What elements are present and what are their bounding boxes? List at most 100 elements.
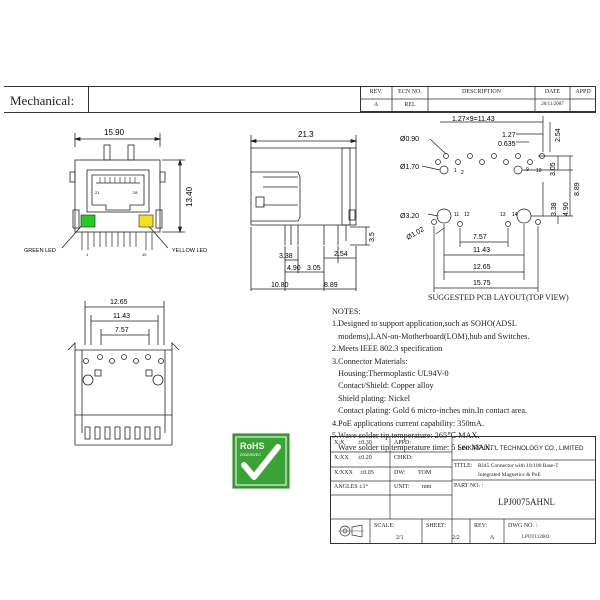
unit-value: mm (422, 484, 432, 490)
pcb-pin-14: 14 (512, 212, 518, 218)
side-dim-10-80: 10.80 (271, 282, 289, 289)
pin-label-28: 28 (133, 190, 138, 195)
note-line: Housing:Thermoplastic UL94V-0 (332, 369, 449, 379)
rohs-logo: RoHS 2002/95/EC (232, 433, 290, 489)
note-line: 1.Designed to support application,such a… (332, 319, 517, 329)
rev-value: A (490, 535, 495, 541)
side-dim-2-54: 2.54 (334, 251, 348, 258)
tol-2-value: ±0.20 (358, 455, 372, 461)
pcb-d320: Ø3.20 (400, 213, 419, 220)
section-title: Mechanical: (10, 93, 75, 108)
note-line: modems),LAN-on-Motherboard(LOM),hub and … (332, 331, 530, 341)
note-line: Wave solder tip temperature time: 5 Sec … (332, 443, 493, 453)
pcb-d0635: 0.635 (498, 141, 516, 148)
unit-label: UNIT: (394, 484, 410, 490)
dw-name: TOM (418, 470, 432, 476)
front-height-dim: 13.40 (185, 186, 194, 207)
header-divider (4, 86, 596, 87)
rev-header-rev: REV. (369, 89, 383, 95)
rohs-sub: 2002/95/EC (240, 452, 261, 457)
bottom-dim-11-43: 11.43 (113, 313, 130, 320)
pcb-pin-9: 9 (526, 167, 529, 173)
rev-label: REV: (474, 523, 488, 529)
angles-tolerance: ANGLES ±1° (334, 484, 368, 490)
title-text-1: RJ45 Connector with 10/100 Base-T (478, 463, 559, 469)
pin-label-1: 1 (86, 252, 89, 257)
note-line: 5.Wave solder tip temperature: 265℃ MAX. (332, 431, 480, 441)
dwg-no-label: DWG NO. : (508, 523, 538, 529)
rev-header-appd: APPD (575, 89, 591, 95)
pcb-d757: 7.57 (473, 234, 487, 241)
sheet-label: SHEET: (426, 523, 447, 529)
side-dim-8-89: 8.89 (324, 282, 338, 289)
pcb-d127: 1.27 (502, 132, 516, 139)
bottom-dim-7-57: 7.57 (115, 327, 129, 334)
pcb-d102: Ø1.02 (406, 226, 426, 242)
pcb-pin-11: 11 (454, 212, 459, 218)
pcb-d490: 4.90 (563, 202, 570, 216)
revision-table-grid (360, 86, 596, 112)
front-view-drawing: 15.90 13.40 21 28 1 10 GREEN LED YELLOW … (24, 128, 207, 257)
rev-value-rev: A (373, 102, 379, 108)
green-led-label: GREEN LED (24, 248, 56, 254)
scale-value: 2/1 (396, 535, 404, 541)
rev-header-ecn: ECN NO. (398, 89, 422, 95)
pcb-d305: 3.05 (550, 162, 557, 176)
side-dim-4-90: 4.90 (287, 265, 301, 272)
note-line: Contact plating: Gold 6 micro-inches min… (332, 406, 528, 416)
note-line: 4.PoE applications current capability: 3… (332, 418, 484, 428)
pcb-d090: Ø0.90 (400, 136, 419, 143)
revision-table: REV. ECN NO. DESCRIPTION DATE APPD A REL… (360, 86, 596, 112)
part-no-value: LPJ0075AHNL (498, 497, 556, 507)
title-label: TITLE: (454, 463, 473, 469)
bottom-view-drawing: 12.65 11.43 7.57 (67, 299, 180, 446)
rev-header-date: DATE (544, 89, 561, 95)
title-text-2: Integrated Magnetics & PoE (478, 472, 541, 478)
green-led (80, 214, 96, 228)
chkd-label: CHKD: (394, 455, 413, 461)
yellow-led-label: YELLOW LED (172, 248, 207, 254)
front-width-dim: 15.90 (104, 128, 125, 137)
pin-label-21: 21 (95, 190, 100, 195)
side-dim-3-05: 3.05 (307, 265, 321, 272)
rev-value-date: 20/11/2007 (541, 102, 564, 107)
note-line: 2.Meets IEEE 802.3 specification (332, 344, 443, 354)
side-view-drawing: 21.3 3.5 3.38 4.90 3.05 2.54 10.80 8.89 (249, 130, 376, 291)
tol-2-label: X:XX (334, 455, 349, 461)
pcb-pin-1: 1 (454, 168, 457, 174)
notes-heading: NOTES: (332, 307, 361, 316)
pcb-pin-10: 10 (536, 168, 542, 174)
pcb-d1143: 11.43 (473, 247, 490, 254)
header-divider-bottom (4, 112, 596, 113)
bottom-dim-12-65: 12.65 (110, 299, 128, 306)
note-line: Contact/Shield: Copper alloy (332, 381, 434, 391)
pcb-pin-13: 13 (500, 212, 506, 218)
pcb-layout-caption: SUGGESTED PCB LAYOUT(TOP VIEW) (428, 293, 569, 302)
company-name: LINK-PP INT'L TECHNOLOGY CO., LIMITED (458, 445, 584, 452)
rohs-label: RoHS (240, 441, 265, 451)
dw-label: DW: (394, 470, 406, 476)
side-dim-3-5: 3.5 (369, 232, 376, 242)
pcb-d1575: 15.75 (473, 280, 491, 287)
title-box-right (88, 86, 89, 112)
pcb-d1265: 12.65 (473, 264, 491, 271)
tol-1-label: X:X (334, 440, 345, 446)
tol-3-label: X:XXX (334, 470, 353, 476)
pcb-pin-2: 2 (461, 170, 464, 176)
pcb-pitch-dim: 1.27×9=11.43 (452, 116, 495, 123)
pcb-d889: 8.89 (574, 182, 581, 196)
projection-symbol-icon (338, 524, 364, 538)
dwg-no-value: LPOT112002 (522, 535, 550, 540)
pcb-pin-12: 12 (464, 212, 470, 218)
notes-block: NOTES: 1.Designed to support application… (332, 306, 597, 455)
scale-label: SCALE: (374, 523, 395, 529)
pcb-d338: 3.38 (551, 202, 558, 216)
title-block: X:X ±0.30 X:XX ±0.20 X:XXX ±0.05 ANGLES … (330, 436, 596, 544)
title-block-grid (330, 436, 596, 544)
yellow-led (138, 214, 154, 228)
note-line: 3.Connector Materials: (332, 356, 408, 366)
tol-3-value: ±0.05 (360, 470, 374, 476)
sheet-value: 2/2 (452, 535, 460, 541)
pcb-d254: 2.54 (555, 128, 562, 142)
rev-value-ecn: REL (404, 102, 416, 108)
